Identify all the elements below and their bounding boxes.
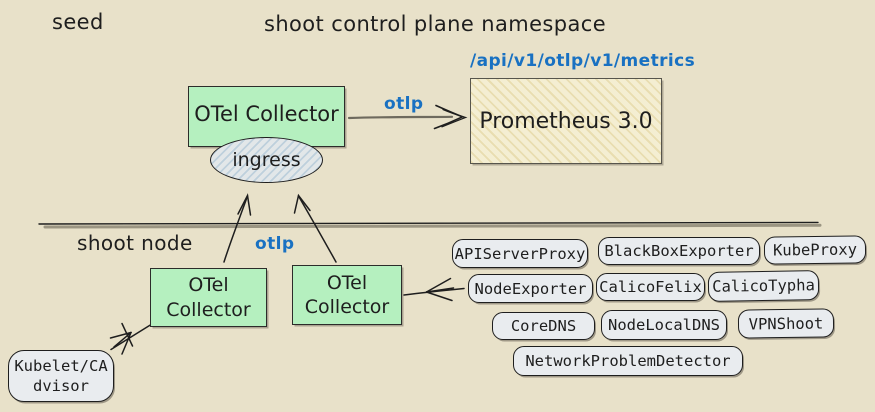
kubelet-cadvisor-label: Kubelet/CA dvisor bbox=[14, 356, 107, 396]
seed-otel-collector-label: OTel Collector bbox=[194, 101, 339, 126]
collector1-line2: Collector bbox=[166, 298, 251, 321]
arrow-collector1-to-ingress bbox=[223, 193, 252, 263]
exporter-pill-nodelocaldns: NodeLocalDNS bbox=[601, 310, 727, 340]
kubelet-cadvisor-box: Kubelet/CA dvisor bbox=[8, 350, 114, 402]
exporter-pill-calicotypha: CalicoTypha bbox=[707, 270, 820, 302]
ingress-label: ingress bbox=[232, 149, 301, 171]
collector2-line1: OTel bbox=[326, 271, 368, 294]
exporter-pill-calicofelix: CalicoFelix bbox=[596, 273, 705, 301]
kubelet-line1: Kubelet/CA bbox=[14, 356, 108, 375]
arrow-exporters-to-collector2 bbox=[403, 277, 465, 302]
exporter-pill-networkproblemdetector: NetworkProblemDetector bbox=[513, 346, 743, 376]
region-label-shoot-node: shoot node bbox=[77, 231, 193, 255]
exporter-pill-kubeproxy: KubeProxy bbox=[763, 235, 867, 265]
prometheus-box: Prometheus 3.0 bbox=[470, 78, 662, 164]
shoot-otel-collector-2: OTel Collector bbox=[292, 265, 402, 325]
kubelet-line2: dvisor bbox=[32, 377, 89, 395]
otlp-label-seed: otlp bbox=[384, 94, 424, 114]
shoot-otel-collector-1-label: OTel Collector bbox=[166, 273, 250, 322]
region-label-namespace: shoot control plane namespace bbox=[264, 12, 607, 36]
shoot-otel-collector-1: OTel Collector bbox=[150, 268, 267, 327]
collector2-line2: Collector bbox=[304, 296, 390, 318]
exporter-pill-nodeexporter: NodeExporter bbox=[468, 274, 593, 303]
exporter-pill-blackboxexporter: BlackBoxExporter bbox=[598, 237, 760, 265]
ingress-ellipse: ingress bbox=[210, 137, 323, 183]
metrics-path-label: /api/v1/otlp/v1/metrics bbox=[470, 51, 696, 71]
exporter-pill-apiserverproxy: APIServerProxy bbox=[452, 239, 588, 268]
exporter-pill-vpnshoot: VPNShoot bbox=[737, 308, 835, 339]
exporter-pill-coredns: CoreDNS bbox=[492, 312, 595, 340]
divider-line bbox=[38, 221, 822, 229]
prometheus-label: Prometheus 3.0 bbox=[479, 108, 653, 134]
shoot-otel-collector-2-label: OTel Collector bbox=[305, 271, 389, 320]
otlp-label-shoot: otlp bbox=[255, 234, 295, 254]
collector1-line1: OTel bbox=[188, 274, 229, 297]
region-label-seed: seed bbox=[52, 10, 104, 34]
arrow-collector2-to-ingress bbox=[293, 193, 337, 263]
